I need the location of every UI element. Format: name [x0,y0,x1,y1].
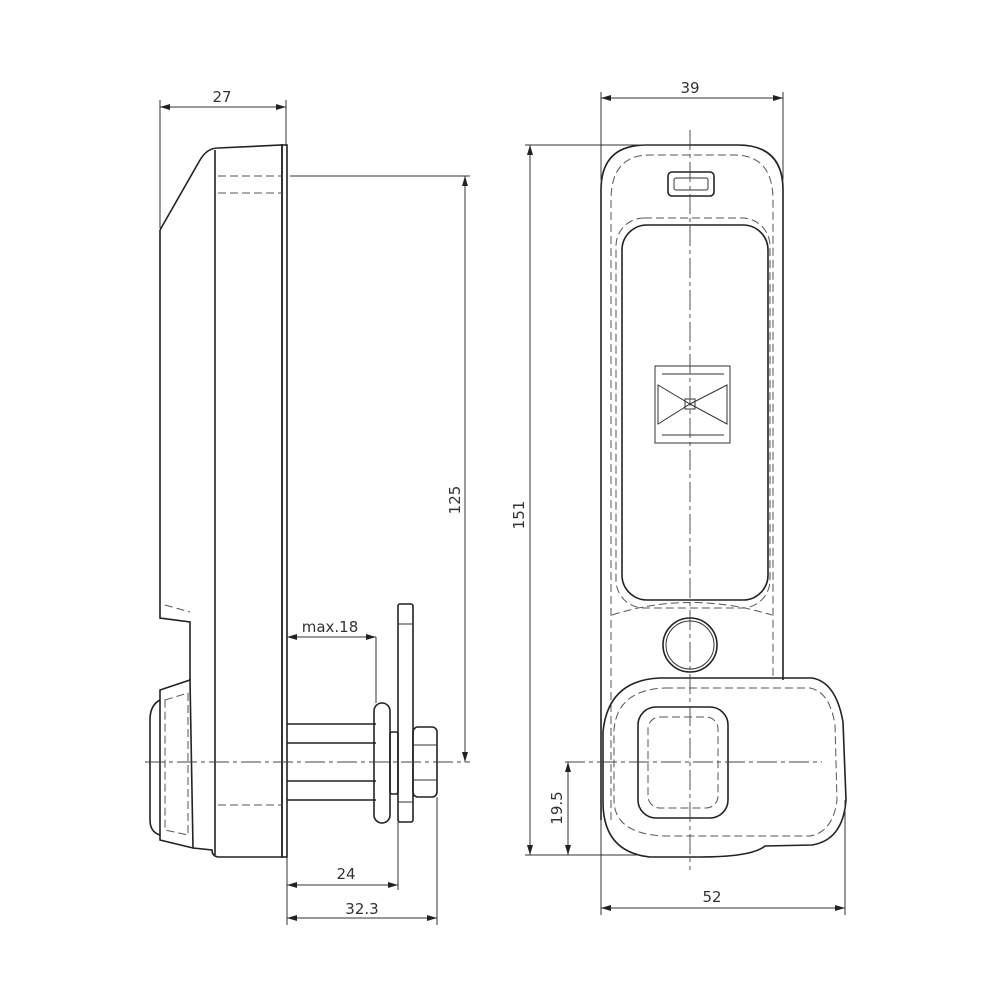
dim-24: 24 [286,822,399,925]
shaft-assembly [287,603,438,824]
svg-text:max.18: max.18 [302,618,359,636]
svg-text:32.3: 32.3 [345,900,378,918]
dim-27: 27 [159,88,287,228]
dim-39: 39 [600,79,784,180]
dim-125: 125 [290,175,470,762]
dim-max18: max.18 [287,618,377,703]
dim-52: 52 [600,800,846,915]
slot [667,171,715,197]
svg-text:19.5: 19.5 [548,791,566,824]
dim-32-3: 32.3 [287,797,438,925]
cam-plate [397,603,414,823]
svg-text:27: 27 [212,88,231,106]
svg-text:39: 39 [680,79,699,97]
side-view: 27 125 max.18 24 32.3 [145,88,470,925]
cam-handle [602,677,847,858]
svg-text:24: 24 [336,865,355,883]
front-view: 39 151 19.5 52 [510,79,847,915]
display-window [621,224,769,601]
dim-151: 151 [510,144,690,856]
dim-19-5: 19.5 [548,762,571,855]
lock-body-front [600,144,784,820]
svg-text:52: 52 [702,888,721,906]
square-hole [637,706,729,819]
washer [373,702,391,824]
lock-body-side [149,144,288,858]
svg-text:151: 151 [510,501,528,530]
svg-text:125: 125 [446,486,464,515]
rfid-logo-icon [654,365,731,444]
